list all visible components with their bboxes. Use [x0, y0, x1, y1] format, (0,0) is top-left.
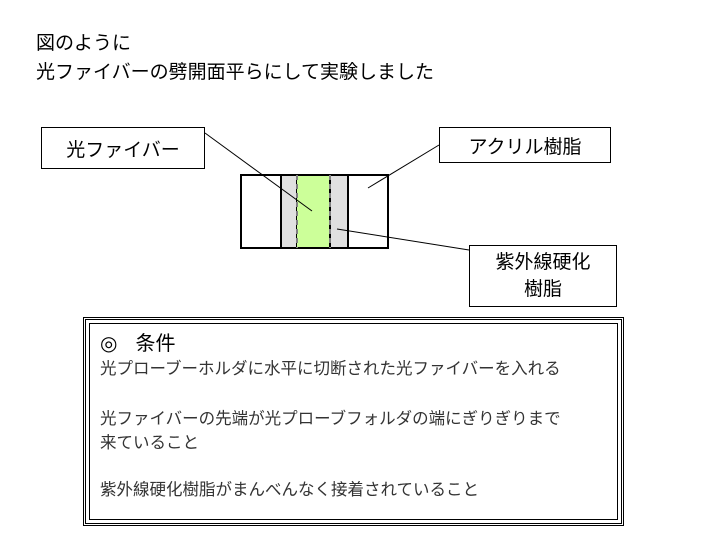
leader-line-acrylic: [367, 144, 440, 189]
label-uv-resin: 紫外線硬化 樹脂: [469, 245, 617, 307]
holder-outline: [240, 174, 389, 249]
label-acrylic-resin: アクリル樹脂: [439, 127, 611, 163]
conditions-box: ◎ 条件 光プローブーホルダに水平に切断された光ファイバーを入れる 光ファイバーの…: [83, 317, 624, 526]
acrylic-holder-right: [347, 174, 389, 249]
double-circle-icon: ◎: [100, 331, 118, 355]
title-line-1: 図のように: [36, 32, 132, 54]
label-uv-resin-line-1: 紫外線硬化: [495, 251, 591, 273]
uv-resin-left: [280, 174, 298, 249]
condition-item-1: 光プローブーホルダに水平に切断された光ファイバーを入れる: [100, 359, 561, 378]
title-line-2: 光ファイバーの劈開面平らにして実験しました: [36, 61, 435, 83]
condition-item-3: 紫外線硬化樹脂がまんべんなく接着されていること: [100, 480, 480, 499]
label-uv-resin-line-2: 樹脂: [523, 278, 562, 300]
condition-item-2-line-1: 光ファイバーの先端が光プローブフォルダの端にぎりぎりまで: [100, 409, 561, 428]
conditions-heading-text: 条件: [135, 331, 176, 355]
uv-resin-right: [329, 174, 349, 249]
label-optical-fiber: 光ファイバー: [41, 127, 205, 169]
acrylic-holder-left: [240, 174, 282, 249]
leader-line-uv: [336, 228, 470, 251]
fiber-core: [297, 175, 330, 248]
conditions-inner-frame: ◎ 条件 光プローブーホルダに水平に切断された光ファイバーを入れる 光ファイバーの…: [89, 323, 618, 520]
conditions-heading: ◎ 条件: [100, 330, 175, 356]
condition-item-2-line-2: 来ていること: [100, 433, 199, 452]
leader-line-fiber: [204, 132, 313, 212]
